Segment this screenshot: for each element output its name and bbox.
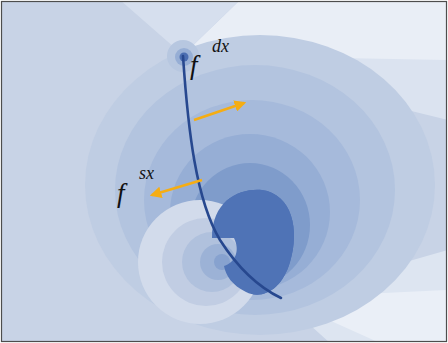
superscript-label-holder: sx (139, 164, 154, 183)
symbol-letter: f (117, 178, 125, 208)
symbol-letter-holder: f (117, 180, 125, 207)
filament-curve (183, 56, 281, 298)
force-arrow (194, 103, 244, 120)
superscript-label-holder: dx (212, 37, 229, 56)
superscript-label: sx (139, 163, 154, 183)
symbol-letter-holder: f (190, 52, 198, 79)
superscript-label: dx (212, 36, 229, 56)
force-arrow (152, 180, 202, 195)
symbol-letter: f (190, 50, 198, 80)
contour-field (2, 2, 446, 341)
contour-ring (85, 35, 435, 335)
field-background (2, 2, 446, 341)
